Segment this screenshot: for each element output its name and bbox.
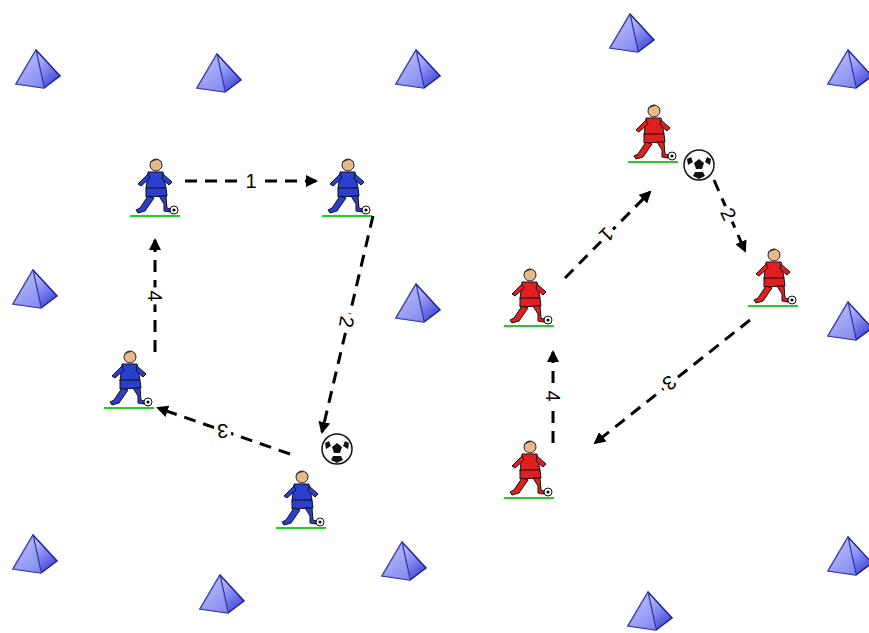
cone-marker (16, 50, 60, 88)
cone-marker (828, 537, 869, 575)
cone-marker (828, 50, 869, 88)
soccer-ball (684, 150, 714, 180)
pass-arrows (155, 180, 750, 454)
cone-marker (197, 54, 241, 92)
player-figure (322, 159, 372, 216)
cone-marker (610, 14, 654, 52)
pass-arrow (322, 216, 373, 432)
cone-marker (828, 302, 869, 340)
pass-number: 4 (542, 387, 564, 404)
player-figure (628, 105, 678, 162)
pass-number: 1 (242, 170, 259, 192)
red-team (504, 105, 798, 498)
pass-arrow (565, 192, 650, 278)
cone-marker (13, 535, 57, 573)
cone-marker (396, 50, 440, 88)
player-figure (276, 471, 326, 528)
pass-number: 3 (214, 420, 231, 442)
player-figure (748, 249, 798, 306)
cone-marker (382, 542, 426, 580)
pass-arrow (595, 320, 750, 443)
pass-arrow (714, 180, 745, 251)
player-figure (130, 159, 180, 216)
cone-marker (396, 284, 440, 322)
pass-number: 2 (335, 312, 360, 333)
pass-number: 3 (656, 369, 683, 397)
cone-marker (628, 592, 672, 630)
pass-number: 2 (715, 202, 742, 227)
pass-number: 4 (144, 287, 166, 304)
blue-team (104, 159, 372, 528)
cone-marker (200, 575, 244, 613)
player-figure (104, 351, 154, 408)
pass-arrow (158, 408, 290, 454)
cones (13, 14, 869, 630)
player-figure (504, 441, 554, 498)
soccer-ball (322, 434, 352, 464)
cone-marker (13, 270, 57, 308)
player-figure (504, 269, 554, 326)
